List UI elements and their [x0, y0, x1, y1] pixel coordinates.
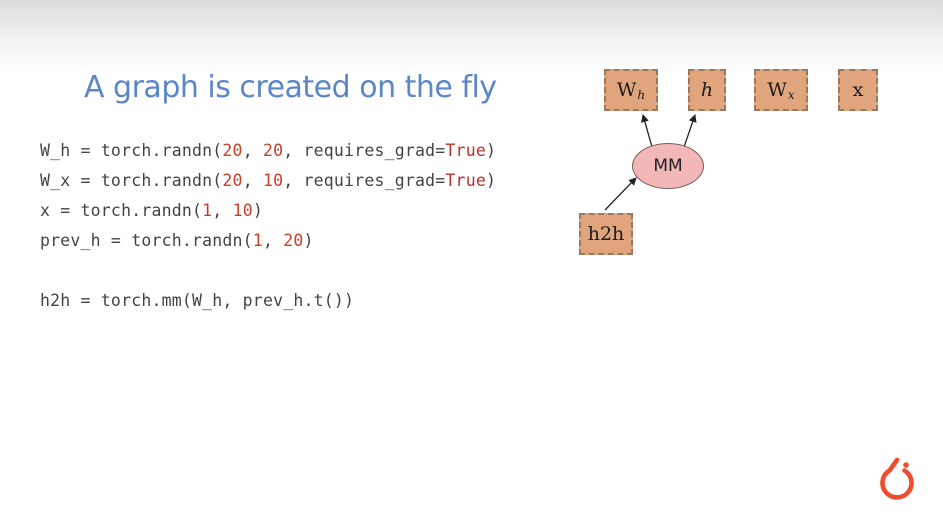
code-token: ,	[262, 231, 284, 250]
code-token: ,	[242, 141, 263, 160]
code-token: )	[252, 201, 263, 220]
slide-title: A graph is created on the fly	[84, 70, 497, 105]
code-token: 10	[262, 171, 284, 190]
node-mm: MM	[632, 143, 704, 189]
code-token: W_h = torch.randn(	[40, 141, 223, 160]
code-token: W_x = torch.randn(	[40, 171, 223, 190]
node-w-h-sub: h	[637, 88, 646, 102]
code-token: 1	[252, 231, 263, 250]
code-token: , requires_grad=	[283, 171, 446, 190]
node-mm-label: MM	[653, 156, 683, 176]
code-line: W_x = torch.randn(20, 10, requires_grad=…	[40, 171, 496, 190]
edge-mm-to-w-h	[641, 114, 653, 148]
code-token: 20	[262, 141, 284, 160]
code-token: 10	[232, 201, 253, 220]
code-token: 20	[283, 231, 304, 250]
code-token: prev_h = torch.randn(	[40, 231, 253, 250]
code-token: True	[445, 141, 486, 160]
node-w-x-sub: x	[787, 88, 795, 102]
edge-h2h-to-mm	[604, 177, 637, 211]
code-token: x = torch.randn(	[40, 201, 203, 220]
code-token: 20	[222, 171, 243, 190]
edge-mm-to-h	[683, 114, 697, 148]
code-line: x = torch.randn(1, 10)	[40, 201, 263, 220]
code-line: h2h = torch.mm(W_h, prev_h.t())	[40, 291, 354, 310]
code-token: 20	[222, 141, 243, 160]
code-token: ,	[242, 171, 263, 190]
code-token: 1	[202, 201, 213, 220]
code-token: )	[485, 141, 497, 160]
node-h-label: h	[700, 79, 714, 101]
pytorch-logo-icon	[873, 457, 921, 513]
code-line: prev_h = torch.randn(1, 20)	[40, 231, 314, 250]
code-token: )	[485, 171, 497, 190]
code-token: h2h = torch.mm(W_h, prev_h.t())	[40, 291, 355, 310]
node-w-x-base: W	[767, 79, 787, 101]
node-w-h-base: W	[616, 79, 637, 101]
code-token: )	[303, 231, 314, 250]
code-token: , requires_grad=	[283, 141, 446, 160]
node-h: h	[688, 69, 726, 111]
node-x-label: x	[852, 79, 864, 101]
node-h2h-label: h2h	[587, 223, 625, 245]
node-h2h: h2h	[579, 213, 633, 255]
code-token: ,	[212, 201, 233, 220]
node-x: x	[838, 69, 878, 111]
code-token: True	[445, 171, 486, 190]
code-line: W_h = torch.randn(20, 20, requires_grad=…	[40, 141, 496, 160]
